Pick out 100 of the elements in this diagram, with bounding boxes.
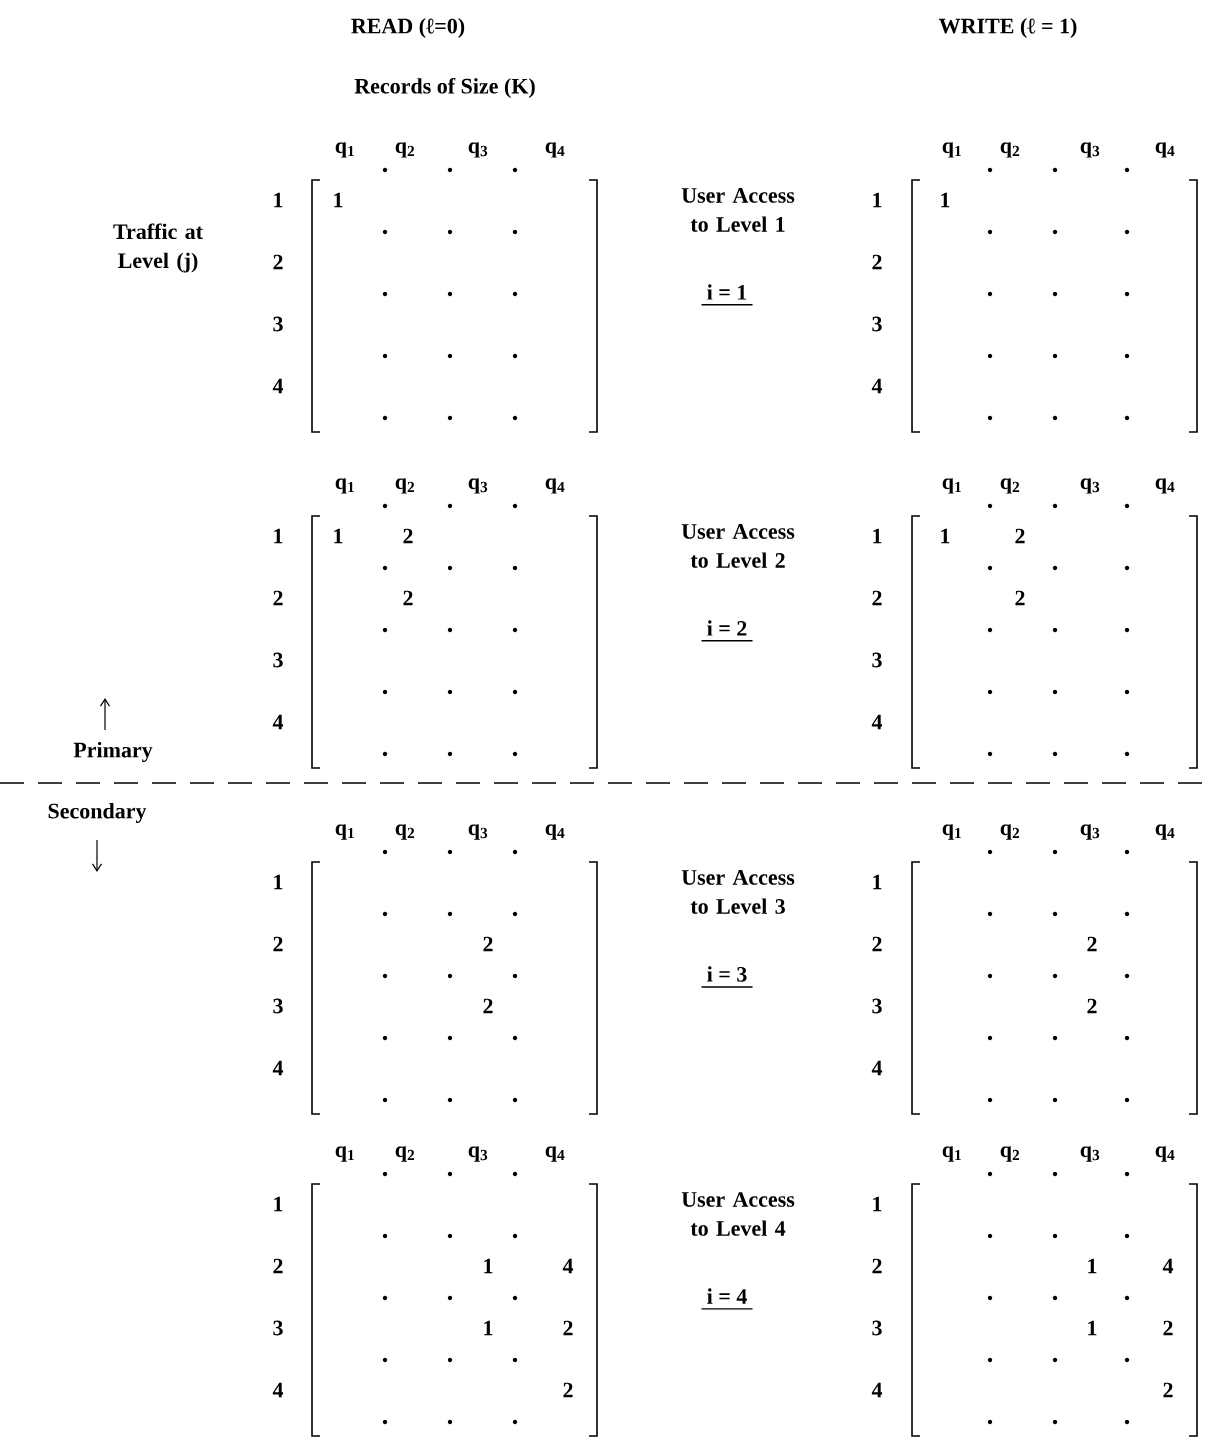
matrix-entry: 2 bbox=[1087, 936, 1097, 952]
column-label: q$_{2}$ bbox=[395, 478, 415, 494]
column-label: q$_{2}$ bbox=[1000, 1146, 1020, 1162]
level-index: i = 1 bbox=[700, 284, 754, 306]
column-label: q$_{1}$ bbox=[335, 478, 354, 494]
matrix-entry: 2 bbox=[1163, 1382, 1173, 1398]
level-description: User Access to Level 2 bbox=[681, 524, 795, 568]
row-number: 3 bbox=[273, 1320, 283, 1336]
column-label: q$_{1}$ bbox=[335, 1146, 354, 1162]
column-heading: READ (ℓ=0) bbox=[351, 18, 465, 38]
matrix-entry: 1 bbox=[334, 528, 343, 544]
row-number: 3 bbox=[872, 316, 882, 332]
level-index: i = 3 bbox=[700, 966, 754, 988]
row-number: 4 bbox=[272, 378, 284, 394]
row-number: 1 bbox=[274, 874, 283, 890]
column-label: q$_{3}$ bbox=[468, 824, 488, 840]
matrix-entry: 2 bbox=[403, 590, 413, 606]
row-number: 3 bbox=[273, 998, 283, 1014]
column-label: q$_{2}$ bbox=[395, 1146, 415, 1162]
column-label: q$_{3}$ bbox=[468, 478, 488, 494]
matrix-entry: 2 bbox=[1015, 590, 1025, 606]
column-label: q$_{4}$ bbox=[545, 824, 565, 840]
level-index: i = 4 bbox=[700, 1288, 754, 1310]
matrix-entry: 2 bbox=[1163, 1320, 1173, 1336]
column-label: q$_{4}$ bbox=[1155, 1146, 1175, 1162]
column-label: q$_{4}$ bbox=[545, 142, 565, 158]
matrix-entry: 2 bbox=[563, 1320, 573, 1336]
column-label: q$_{3}$ bbox=[468, 1146, 488, 1162]
column-label: q$_{3}$ bbox=[1080, 824, 1100, 840]
column-label: q$_{4}$ bbox=[545, 478, 565, 494]
axis-label: Traffic at Level (j) bbox=[113, 223, 203, 273]
row-number: 2 bbox=[273, 590, 283, 606]
column-heading: WRITE (ℓ = 1) bbox=[938, 18, 1077, 38]
column-label: q$_{2}$ bbox=[395, 824, 415, 840]
column-label: q$_{1}$ bbox=[335, 142, 354, 158]
row-number: 2 bbox=[872, 936, 882, 952]
row-number: 2 bbox=[872, 254, 882, 270]
matrix-entry: 2 bbox=[483, 936, 493, 952]
row-number: 1 bbox=[274, 192, 283, 208]
matrix-entry: 4 bbox=[562, 1258, 574, 1274]
level-description: User Access to Level 1 bbox=[681, 188, 795, 232]
axis-label: Records of Size (K) bbox=[354, 77, 535, 99]
column-label: q$_{1}$ bbox=[335, 824, 354, 840]
column-label: q$_{1}$ bbox=[942, 142, 961, 158]
row-number: 4 bbox=[871, 1060, 883, 1076]
matrix-entry: 2 bbox=[1087, 998, 1097, 1014]
level-index: i = 2 bbox=[700, 620, 754, 642]
matrix-entry: 2 bbox=[563, 1382, 573, 1398]
row-number: 4 bbox=[272, 1382, 284, 1398]
row-number: 3 bbox=[872, 1320, 882, 1336]
region-label: Secondary bbox=[48, 803, 147, 823]
matrix-entry: 1 bbox=[334, 192, 343, 208]
row-number: 3 bbox=[872, 652, 882, 668]
column-label: q$_{3}$ bbox=[468, 142, 488, 158]
column-label: q$_{2}$ bbox=[1000, 478, 1020, 494]
row-number: 2 bbox=[872, 1258, 882, 1274]
row-number: 1 bbox=[274, 1196, 283, 1212]
row-number: 4 bbox=[871, 1382, 883, 1398]
matrix-entry: 2 bbox=[483, 998, 493, 1014]
column-label: q$_{3}$ bbox=[1080, 142, 1100, 158]
matrix-entry: 1 bbox=[1088, 1258, 1097, 1274]
column-label: q$_{4}$ bbox=[545, 1146, 565, 1162]
column-label: q$_{1}$ bbox=[942, 824, 961, 840]
matrix-entry: 2 bbox=[403, 528, 413, 544]
row-number: 2 bbox=[273, 936, 283, 952]
row-number: 4 bbox=[272, 714, 284, 730]
row-number: 4 bbox=[272, 1060, 284, 1076]
row-number: 2 bbox=[273, 1258, 283, 1274]
region-label: Primary bbox=[73, 742, 153, 762]
matrix-entry: 4 bbox=[1162, 1258, 1174, 1274]
matrix-entry: 1 bbox=[941, 528, 950, 544]
level-description: User Access to Level 4 bbox=[681, 1192, 795, 1236]
level-description: User Access to Level 3 bbox=[681, 870, 795, 914]
row-number: 4 bbox=[871, 378, 883, 394]
column-label: q$_{4}$ bbox=[1155, 142, 1175, 158]
column-label: q$_{4}$ bbox=[1155, 478, 1175, 494]
row-number: 3 bbox=[273, 316, 283, 332]
column-label: q$_{2}$ bbox=[395, 142, 415, 158]
row-number: 1 bbox=[873, 1196, 882, 1212]
row-number: 3 bbox=[872, 998, 882, 1014]
row-number: 1 bbox=[873, 192, 882, 208]
row-number: 3 bbox=[273, 652, 283, 668]
row-number: 2 bbox=[872, 590, 882, 606]
matrix-entry: 1 bbox=[941, 192, 950, 208]
matrix-entry: 1 bbox=[484, 1320, 493, 1336]
column-label: q$_{2}$ bbox=[1000, 824, 1020, 840]
column-label: q$_{1}$ bbox=[942, 1146, 961, 1162]
column-label: q$_{3}$ bbox=[1080, 1146, 1100, 1162]
column-label: q$_{2}$ bbox=[1000, 142, 1020, 158]
row-number: 1 bbox=[873, 874, 882, 890]
matrix-entry: 1 bbox=[1088, 1320, 1097, 1336]
matrix-entry: 1 bbox=[484, 1258, 493, 1274]
row-number: 1 bbox=[873, 528, 882, 544]
row-number: 1 bbox=[274, 528, 283, 544]
column-label: q$_{3}$ bbox=[1080, 478, 1100, 494]
row-number: 2 bbox=[273, 254, 283, 270]
column-label: q$_{4}$ bbox=[1155, 824, 1175, 840]
matrix-entry: 2 bbox=[1015, 528, 1025, 544]
column-label: q$_{1}$ bbox=[942, 478, 961, 494]
row-number: 4 bbox=[871, 714, 883, 730]
